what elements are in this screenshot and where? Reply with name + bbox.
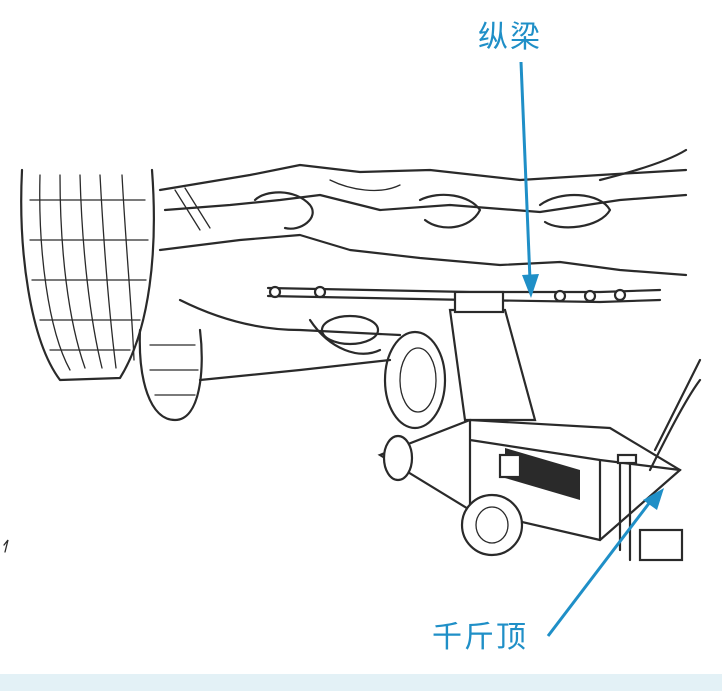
- edge-mark: [3, 539, 9, 553]
- callout-beam-arrow: [519, 61, 539, 298]
- tire: [20, 168, 155, 382]
- longitudinal-beam: [266, 285, 662, 304]
- suspension-arm: [178, 298, 402, 382]
- callout-label-jack: 千斤顶: [432, 620, 528, 655]
- footer-strip: [0, 674, 722, 691]
- floor-jack: [377, 290, 702, 562]
- callout-label-beam: 纵梁: [478, 20, 542, 55]
- callout-jack-arrow: [546, 488, 664, 637]
- far-wheel: [383, 330, 447, 430]
- chassis: [158, 148, 688, 277]
- rear-wheel: [138, 328, 203, 422]
